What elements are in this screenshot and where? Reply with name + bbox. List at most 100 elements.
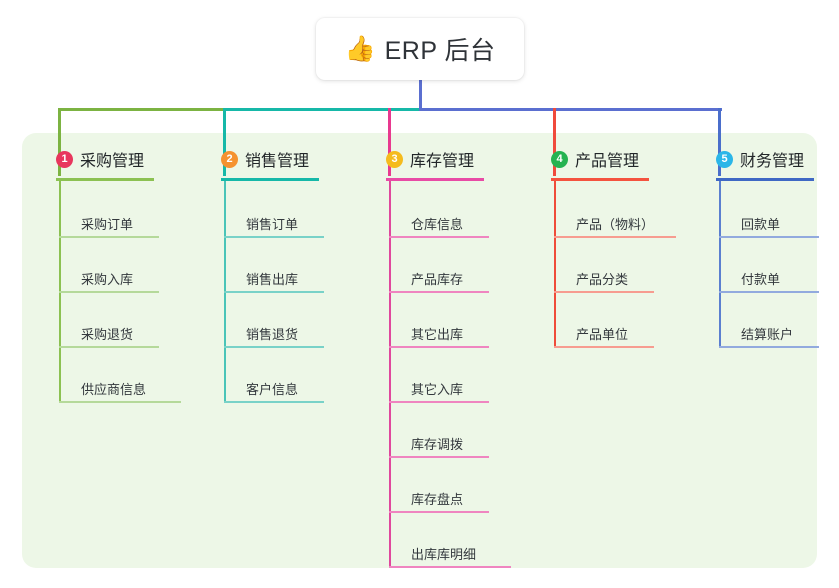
branch-number-badge-3: 3 xyxy=(386,150,403,168)
leaf-item-label: 采购退货 xyxy=(81,327,134,342)
branch-title-2: 销售管理 xyxy=(245,153,310,170)
leaf-item[interactable]: 其它出库 xyxy=(389,293,489,348)
leaf-item[interactable]: 销售订单 xyxy=(224,183,324,238)
branch-header-4[interactable]: 4 产品管理 xyxy=(535,143,639,175)
leaf-item[interactable]: 其它入库 xyxy=(389,348,489,403)
leaf-item-rule xyxy=(554,236,676,238)
leaf-item[interactable]: 采购退货 xyxy=(59,293,159,348)
branch-spine-3 xyxy=(389,181,391,568)
leaf-item-rule xyxy=(719,236,819,238)
branch-number-badge-2: 2 xyxy=(221,150,238,168)
branch-header-2[interactable]: 2 销售管理 xyxy=(205,143,309,175)
leaf-item-rule xyxy=(224,236,324,238)
leaf-item-rule xyxy=(389,401,489,403)
leaf-item-rule xyxy=(719,346,819,348)
leaf-item-label: 采购入库 xyxy=(81,272,134,287)
leaf-item[interactable]: 产品库存 xyxy=(389,238,489,293)
branch-header-rule-3 xyxy=(386,178,484,181)
leaf-item-label: 产品库存 xyxy=(411,272,464,287)
leaf-item-label: 采购订单 xyxy=(81,217,134,232)
branch-title-5: 财务管理 xyxy=(740,153,805,170)
branch-header-5[interactable]: 5 财务管理 xyxy=(700,143,804,175)
branch-column-5: 5 财务管理回款单付款单结算账户 xyxy=(700,143,819,348)
leaf-item-label: 产品单位 xyxy=(576,327,629,342)
leaf-item-label: 供应商信息 xyxy=(81,382,147,397)
leaf-item-rule xyxy=(389,511,489,513)
leaf-item-label: 出库库明细 xyxy=(411,547,477,562)
branch-title-3: 库存管理 xyxy=(410,153,475,170)
branch-title-4: 产品管理 xyxy=(575,153,640,170)
leaf-item-label: 销售出库 xyxy=(246,272,299,287)
branch-column-3: 3 库存管理仓库信息产品库存其它出库其它入库库存调拨库存盘点出库库明细 xyxy=(370,143,511,568)
leaf-item[interactable]: 采购入库 xyxy=(59,238,159,293)
leaf-item-label: 库存调拨 xyxy=(411,437,464,452)
leaf-item[interactable]: 供应商信息 xyxy=(59,348,181,403)
leaf-item[interactable]: 采购订单 xyxy=(59,183,159,238)
leaf-item-label: 仓库信息 xyxy=(411,217,464,232)
leaf-item-label: 销售订单 xyxy=(246,217,299,232)
leaf-item[interactable]: 回款单 xyxy=(719,183,819,238)
branch-drop-connector-1 xyxy=(58,108,61,176)
connector-bar-segment-1 xyxy=(59,108,226,111)
branch-column-4: 4 产品管理产品（物料） 产品分类产品单位 xyxy=(535,143,676,348)
leaf-item-rule xyxy=(554,346,654,348)
leaf-item[interactable]: 产品（物料） xyxy=(554,183,676,238)
leaf-item[interactable]: 产品分类 xyxy=(554,238,654,293)
branch-drop-connector-3 xyxy=(388,108,391,176)
leaf-item-rule xyxy=(389,456,489,458)
leaf-item-label: 销售退货 xyxy=(246,327,299,342)
leaf-item-rule xyxy=(59,346,159,348)
root-node-title: ERP 后台 xyxy=(384,37,496,65)
branch-number-badge-4: 4 xyxy=(551,150,568,168)
branch-header-rule-5 xyxy=(716,178,814,181)
leaf-item[interactable]: 销售出库 xyxy=(224,238,324,293)
leaf-item[interactable]: 结算账户 xyxy=(719,293,819,348)
leaf-item-label: 产品分类 xyxy=(576,272,629,287)
leaf-item-rule xyxy=(59,291,159,293)
leaf-item-label: 结算账户 xyxy=(741,327,794,342)
leaf-item-label: 库存盘点 xyxy=(411,492,464,507)
leaf-item-rule xyxy=(389,566,511,568)
branch-spine-4 xyxy=(554,181,556,348)
leaf-item[interactable]: 库存调拨 xyxy=(389,403,489,458)
branch-header-rule-2 xyxy=(221,178,319,181)
connector-bar-segment-2 xyxy=(224,108,420,111)
branch-header-rule-1 xyxy=(56,178,154,181)
leaf-item[interactable]: 客户信息 xyxy=(224,348,324,403)
root-node[interactable]: 👍 ERP 后台 xyxy=(316,18,524,80)
root-stem-connector xyxy=(419,80,422,111)
leaf-item-rule xyxy=(59,236,159,238)
diagram-background-panel xyxy=(22,133,817,568)
leaf-item-rule xyxy=(389,346,489,348)
leaf-item-rule xyxy=(59,401,181,403)
leaf-item-rule xyxy=(389,236,489,238)
leaf-item-rule xyxy=(224,291,324,293)
leaf-item[interactable]: 库存盘点 xyxy=(389,458,489,513)
branch-spine-5 xyxy=(719,181,721,348)
leaf-item[interactable]: 出库库明细 xyxy=(389,513,511,568)
thumbs-up-icon: 👍 xyxy=(344,34,376,63)
branch-column-2: 2 销售管理销售订单销售出库销售退货客户信息 xyxy=(205,143,324,403)
leaf-item[interactable]: 产品单位 xyxy=(554,293,654,348)
branch-header-3[interactable]: 3 库存管理 xyxy=(370,143,474,175)
leaf-item-label: 回款单 xyxy=(741,217,781,232)
leaf-item-rule xyxy=(224,346,324,348)
leaf-item-label: 其它入库 xyxy=(411,382,464,397)
leaf-item-rule xyxy=(389,291,489,293)
leaf-item[interactable]: 仓库信息 xyxy=(389,183,489,238)
branch-drop-connector-5 xyxy=(718,108,721,176)
branch-number-badge-5: 5 xyxy=(716,150,733,168)
leaf-item[interactable]: 付款单 xyxy=(719,238,819,293)
leaf-item-rule xyxy=(719,291,819,293)
leaf-item-label: 客户信息 xyxy=(246,382,299,397)
leaf-item-label: 付款单 xyxy=(741,272,781,287)
leaf-item-label: 其它出库 xyxy=(411,327,464,342)
leaf-item[interactable]: 销售退货 xyxy=(224,293,324,348)
branch-header-rule-4 xyxy=(551,178,649,181)
branch-drop-connector-2 xyxy=(223,108,226,176)
leaf-item-label: 产品（物料） xyxy=(576,217,655,232)
connector-bar-segment-3 xyxy=(419,108,722,111)
